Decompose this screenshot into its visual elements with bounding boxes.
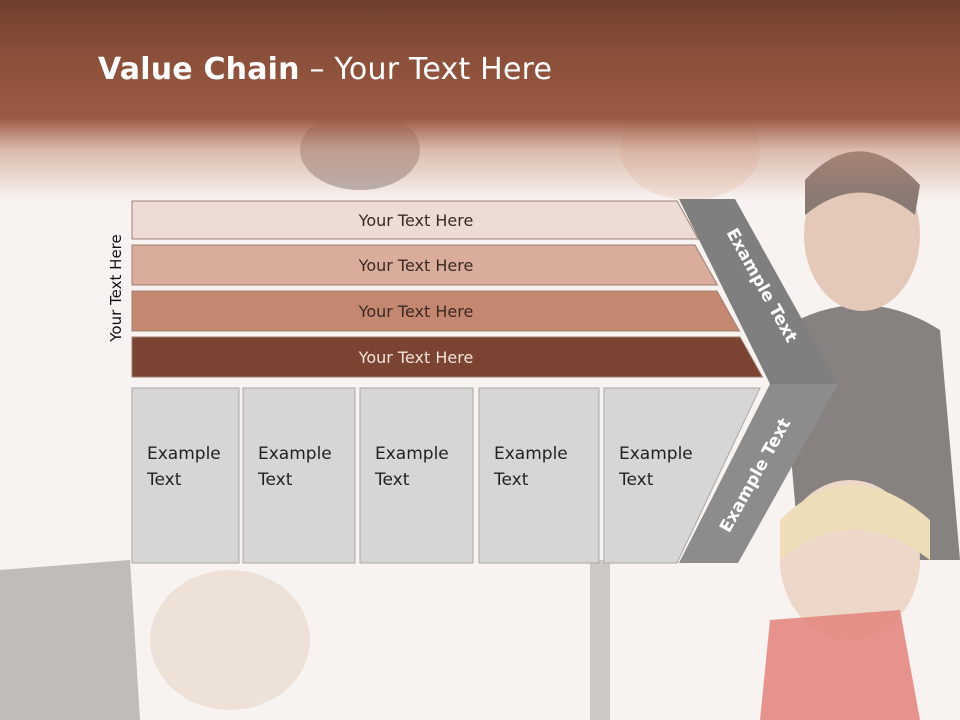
activity-box-line2-2: Text — [257, 638, 293, 658]
value-row-label-2: Your Text Here — [358, 256, 474, 275]
value-row-2 — [131, 244, 719, 286]
activity-box-line1-5: Example — [619, 444, 693, 464]
activity-box-2 — [242, 387, 356, 564]
value-row-3 — [131, 290, 741, 332]
slide-title: Value Chain – Your Text Here — [98, 52, 552, 87]
activity-box-line2-5: Text — [618, 638, 654, 658]
activity-box-2 — [242, 564, 356, 720]
value-row-label-3: Your Text Here — [358, 302, 474, 321]
activity-box-line2-4: Text — [493, 470, 529, 490]
activity-box-line1-2: Example — [258, 664, 332, 684]
value-row-1 — [131, 200, 700, 240]
title-bold: Value Chain — [98, 52, 300, 87]
activity-box-line2-2: Text — [257, 470, 293, 490]
lower-chevron-reflection — [679, 565, 825, 720]
activity-box-5 — [603, 564, 752, 720]
activity-box-line1-1: Example — [147, 664, 221, 684]
activity-box-line1-4: Example — [494, 664, 568, 684]
activity-box-3 — [359, 387, 474, 564]
activity-box-line2-5: Text — [618, 470, 654, 490]
lower-chevron — [679, 384, 838, 563]
value-row-4 — [131, 336, 764, 378]
activity-box-5 — [603, 387, 761, 564]
activity-box-3 — [359, 564, 474, 720]
activity-box-4 — [478, 387, 600, 564]
activity-box-line1-3: Example — [375, 664, 449, 684]
value-row-label-1: Your Text Here — [358, 211, 474, 230]
activity-box-line1-4: Example — [494, 444, 568, 464]
upper-chevron — [679, 199, 838, 384]
activity-box-line1-1: Example — [147, 444, 221, 464]
title-rest: – Your Text Here — [299, 52, 553, 87]
activity-box-line2-3: Text — [374, 470, 410, 490]
activity-box-line1-2: Example — [258, 444, 332, 464]
value-row-label-4: Your Text Here — [358, 348, 474, 367]
activity-box-4 — [478, 564, 600, 720]
activity-box-line1-3: Example — [375, 444, 449, 464]
activity-box-line1-5: Example — [619, 664, 693, 684]
activity-box-line2-1: Text — [146, 470, 182, 490]
activity-box-1 — [131, 387, 240, 564]
activity-box-line2-1: Text — [146, 638, 182, 658]
activity-box-line2-4: Text — [493, 638, 529, 658]
header-band — [0, 0, 960, 200]
activity-box-1 — [131, 564, 240, 720]
activity-box-line2-3: Text — [374, 638, 410, 658]
